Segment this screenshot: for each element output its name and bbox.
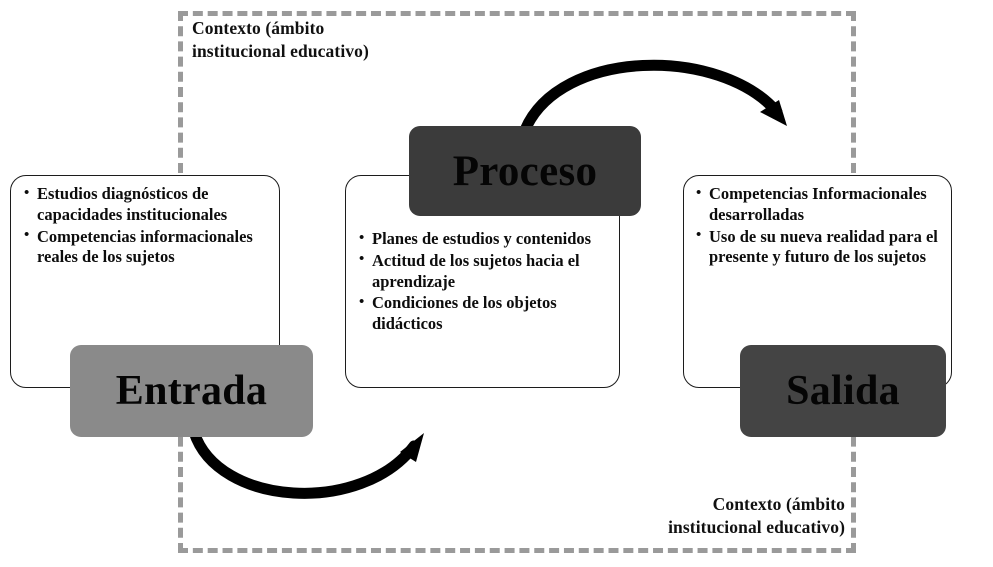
list-item: Uso de su nueva realidad para el present… bbox=[696, 226, 944, 269]
list-item: Competencias informacionales reales de l… bbox=[24, 226, 272, 269]
stage-chip-proceso[interactable]: Proceso bbox=[409, 126, 641, 216]
stage-chip-entrada[interactable]: Entrada bbox=[70, 345, 313, 437]
stage-chip-salida[interactable]: Salida bbox=[740, 345, 946, 437]
salida-bullet-list: Competencias Informacionales desarrollad… bbox=[696, 184, 944, 269]
list-item: Planes de estudios y contenidos bbox=[359, 229, 611, 250]
proceso-bullet-list: Planes de estudios y contenidos Actitud … bbox=[359, 229, 611, 336]
stage-chip-salida-label: Salida bbox=[786, 368, 900, 414]
entrada-bullet-list: Estudios diagnósticos de capacidades ins… bbox=[24, 184, 272, 269]
stage-chip-proceso-label: Proceso bbox=[452, 147, 598, 195]
list-item: Actitud de los sujetos hacia el aprendiz… bbox=[359, 250, 611, 293]
context-label-top: Contexto (ámbito institucional educativo… bbox=[192, 18, 369, 62]
stage-chip-entrada-label: Entrada bbox=[115, 368, 268, 414]
proceso-detail-panel: Planes de estudios y contenidos Actitud … bbox=[345, 175, 620, 388]
list-item: Estudios diagnósticos de capacidades ins… bbox=[24, 184, 272, 226]
list-item: Condiciones de los objetos didácticos bbox=[359, 293, 611, 335]
list-item: Competencias Informacionales desarrollad… bbox=[696, 184, 944, 226]
context-label-bottom: Contexto (ámbito institucional educativo… bbox=[668, 494, 845, 538]
